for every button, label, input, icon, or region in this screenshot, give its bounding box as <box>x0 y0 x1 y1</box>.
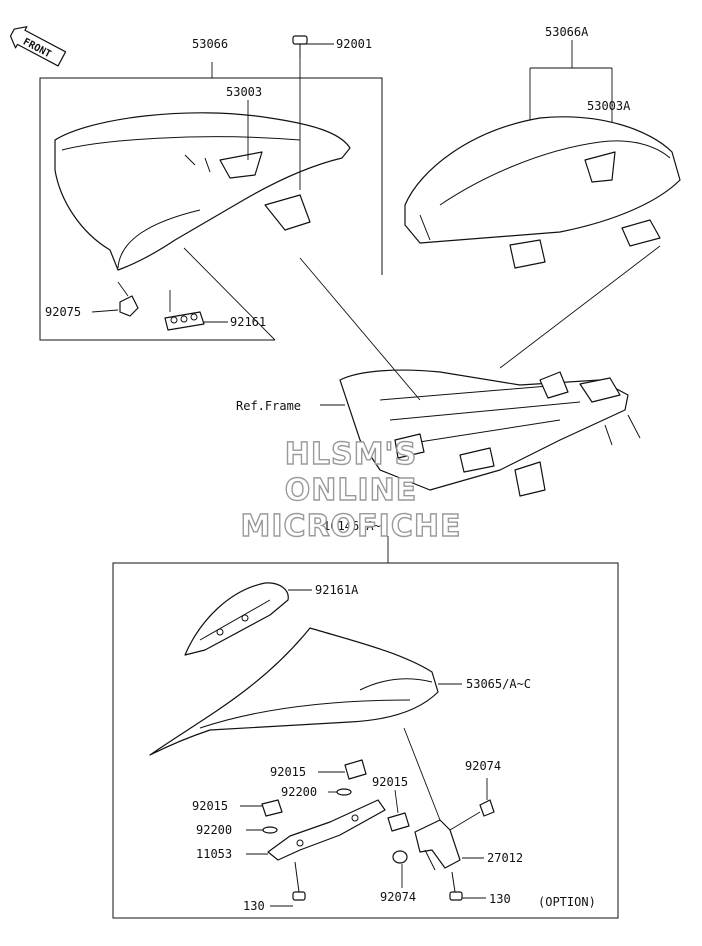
label-92015-a: 92015 <box>270 765 306 779</box>
label-92001: 92001 <box>336 37 372 51</box>
label-11053: 11053 <box>196 847 232 861</box>
label-92015-c: 92015 <box>192 799 228 813</box>
label-16146: 16146/A~C <box>323 519 388 533</box>
washer-92200-b <box>262 826 278 834</box>
watermark-line-3: MICROFICHE <box>241 509 462 544</box>
label-ref-frame: Ref.Frame <box>236 399 301 413</box>
clip-92015-b <box>387 812 410 832</box>
clip-92015-a <box>344 759 367 780</box>
grommet-92074-a <box>479 799 495 817</box>
watermark-line-1: HLSM'S <box>285 437 417 472</box>
damper-strip-92161 <box>164 311 205 331</box>
label-27012: 27012 <box>487 851 523 865</box>
grommet-92074-b <box>392 850 408 864</box>
label-92161: 92161 <box>230 315 266 329</box>
bracket-11053 <box>267 799 386 861</box>
option-box <box>112 562 619 919</box>
cowl-hook <box>509 239 546 269</box>
label-92161a: 92161A <box>315 583 359 597</box>
label-92200-a: 92200 <box>281 785 317 799</box>
front-arrow-badge: FRONT <box>9 26 67 67</box>
seat-cover-53003a <box>584 151 616 183</box>
clip-92015-c <box>261 799 283 817</box>
damper-92075 <box>119 295 139 317</box>
cowl-tab <box>621 219 661 247</box>
seat-cowl-53066a <box>404 116 681 244</box>
bolt-130-a <box>292 861 306 901</box>
frame-reference <box>299 257 641 497</box>
label-92200-b: 92200 <box>196 823 232 837</box>
seat-53066-group <box>39 35 383 341</box>
latch-27012 <box>414 819 461 869</box>
washer-92200-a <box>336 788 352 796</box>
seat-cowl-53066a-group <box>404 40 681 369</box>
label-53066: 53066 <box>192 37 228 51</box>
group-bracket-53066 <box>39 128 275 341</box>
bolt-92001 <box>292 35 308 58</box>
label-53003a: 53003A <box>587 99 631 113</box>
label-92015-b: 92015 <box>372 775 408 789</box>
option-group-16146 <box>112 536 619 919</box>
watermark-line-2: ONLINE <box>285 473 418 508</box>
label-53066a: 53066A <box>545 25 589 39</box>
label-130-b: 130 <box>489 892 511 906</box>
group-bracket-53066-top <box>39 77 383 275</box>
label-92074-a: 92074 <box>465 759 501 773</box>
label-option: (OPTION) <box>538 895 596 909</box>
label-92075: 92075 <box>45 305 81 319</box>
seat-mount-bracket <box>264 194 311 231</box>
bolt-130-b <box>449 871 463 901</box>
rider-seat-53066 <box>54 112 351 271</box>
label-92074-b: 92074 <box>380 890 416 904</box>
label-130-a: 130 <box>243 899 265 913</box>
label-53003: 53003 <box>226 85 262 99</box>
watermark: HLSM'S ONLINE MICROFICHE <box>240 436 462 544</box>
single-seat-cover-53065 <box>149 627 439 756</box>
label-53065: 53065/A~C <box>466 677 531 691</box>
